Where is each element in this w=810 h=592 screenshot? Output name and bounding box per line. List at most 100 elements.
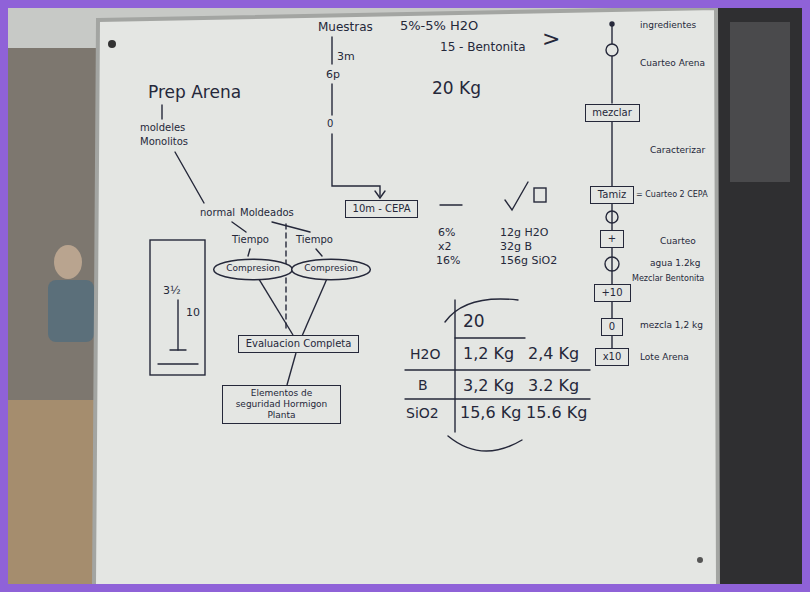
magnet — [697, 557, 703, 563]
handwritten-note: Cuarteo — [660, 236, 696, 247]
handwritten-note: B — [418, 377, 428, 394]
handwritten-note: H2O — [410, 346, 440, 363]
handwritten-note: 3.2 Kg — [528, 376, 579, 395]
process-box: x10 — [595, 348, 629, 366]
handwritten-note: 20 Kg — [432, 78, 481, 98]
handwritten-note: Prep Arena — [148, 82, 241, 102]
handwritten-note: x2 — [438, 240, 452, 253]
node-text: Elementos de seguridad Hormigon Planta — [229, 388, 334, 420]
handwritten-note: 156g SiO2 — [500, 254, 557, 267]
table-line — [455, 337, 525, 338]
handwritten-note: 15 - Bentonita — [440, 40, 526, 54]
magnet — [108, 40, 116, 48]
tree-line — [232, 222, 246, 232]
process-box: Evaluacion Completa — [238, 335, 359, 353]
node-text: Compresion — [302, 263, 360, 274]
flow-dot — [610, 22, 614, 26]
handwritten-note: 20 — [463, 311, 485, 331]
handwritten-note: 15,6 Kg — [460, 403, 521, 422]
photo-frame — [4, 4, 806, 588]
tree-line — [175, 152, 204, 203]
handwritten-note: 16% — [436, 254, 460, 267]
handwritten-note: 32g B — [500, 240, 532, 253]
process-oval: Compresion — [290, 258, 372, 281]
connector-line — [259, 280, 293, 335]
handwritten-note: Monolitos — [140, 136, 188, 148]
handwritten-note: 10 — [186, 306, 200, 319]
rod-sketch — [158, 363, 198, 364]
tree-line — [161, 105, 162, 119]
handwritten-note: SiO2 — [406, 405, 439, 422]
process-box: 10m - CEPA — [345, 200, 418, 218]
handwritten-note: = Cuarteo 2 CEPA — [636, 190, 708, 200]
rod-sketch — [177, 300, 178, 350]
handwritten-note: mezcla 1,2 kg — [640, 320, 703, 331]
connector-line — [287, 353, 296, 385]
table-line — [405, 369, 590, 370]
node-text: Tamiz — [597, 189, 627, 201]
node-text: +10 — [601, 287, 624, 299]
handwritten-note: ingredientes — [640, 20, 696, 31]
handwritten-note: 5%-5% H2O — [400, 18, 478, 34]
node-text: mezclar — [592, 107, 633, 119]
node-text: Compresion — [224, 263, 282, 274]
table-line — [405, 398, 590, 399]
tree-line — [272, 222, 310, 232]
handwritten-note: 15.6 Kg — [526, 403, 587, 422]
connector-line — [302, 280, 326, 335]
cup-sketch — [534, 188, 546, 202]
connector-line — [611, 302, 612, 318]
handwritten-note: 3m — [337, 50, 355, 63]
office-left — [8, 48, 98, 584]
tree-line — [331, 37, 332, 64]
handwritten-note: 3,2 Kg — [463, 376, 514, 395]
tree-line — [248, 249, 250, 256]
node-text: 10m - CEPA — [352, 203, 411, 215]
connector-line — [611, 248, 612, 284]
process-box: + — [600, 230, 624, 248]
handwritten-note: 6% — [438, 226, 455, 239]
node-text: 0 — [608, 321, 616, 333]
rod-sketch — [170, 349, 186, 350]
office-right — [716, 8, 802, 584]
oval-outline — [214, 259, 293, 280]
check-mark — [505, 182, 528, 210]
node-text: Evaluacion Completa — [245, 338, 352, 350]
flow-line — [611, 26, 612, 103]
handwritten-note: 3½ — [163, 284, 181, 297]
handwritten-note: Lote Arena — [640, 352, 689, 363]
tree-line — [332, 134, 380, 196]
handwritten-note: Cuarteo Arena — [640, 58, 705, 69]
node-text: x10 — [602, 351, 622, 363]
connector-line — [611, 336, 612, 348]
handwritten-note: normal — [200, 207, 235, 219]
handwritten-note: Tiempo — [232, 234, 269, 246]
tree-line — [316, 249, 322, 256]
process-box: mezclar — [585, 104, 640, 122]
handwritten-note: Moldeados — [240, 207, 294, 219]
handwritten-note: Mezclar Bentonita — [632, 274, 704, 284]
process-box: 0 — [601, 318, 623, 336]
connector-line — [611, 204, 612, 230]
handwritten-note: 1,2 Kg — [463, 344, 514, 363]
whiteboard — [94, 8, 718, 586]
sketch-frame — [150, 240, 205, 375]
person-head — [54, 245, 82, 279]
process-box: Tamiz — [590, 186, 634, 204]
handwritten-note: 0 — [327, 118, 333, 130]
handwritten-note: 6p — [326, 68, 340, 81]
arrow-head — [375, 191, 385, 198]
table-line — [454, 300, 455, 432]
handwritten-note: > — [542, 26, 560, 52]
dashed-line — [285, 224, 286, 332]
tree-line — [331, 84, 332, 115]
circle-arc — [448, 436, 522, 451]
handwritten-note: moldeles — [140, 122, 185, 134]
person-body — [48, 280, 94, 342]
process-oval: Compresion — [212, 258, 294, 281]
process-box: Elementos de seguridad Hormigon Planta — [222, 385, 341, 424]
